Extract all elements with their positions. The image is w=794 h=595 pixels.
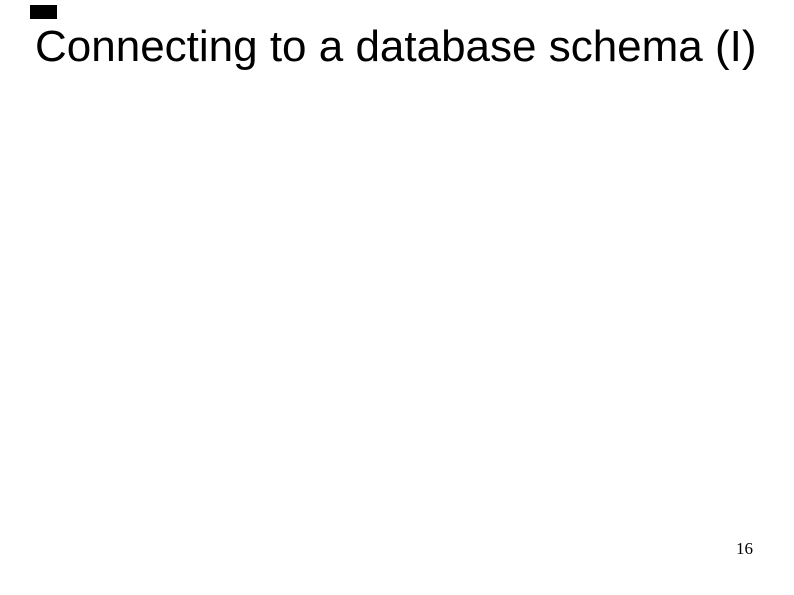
black-marker-rectangle: [30, 5, 57, 19]
slide-title: Connecting to a database schema (I): [35, 22, 757, 71]
page-number: 16: [736, 539, 753, 558]
